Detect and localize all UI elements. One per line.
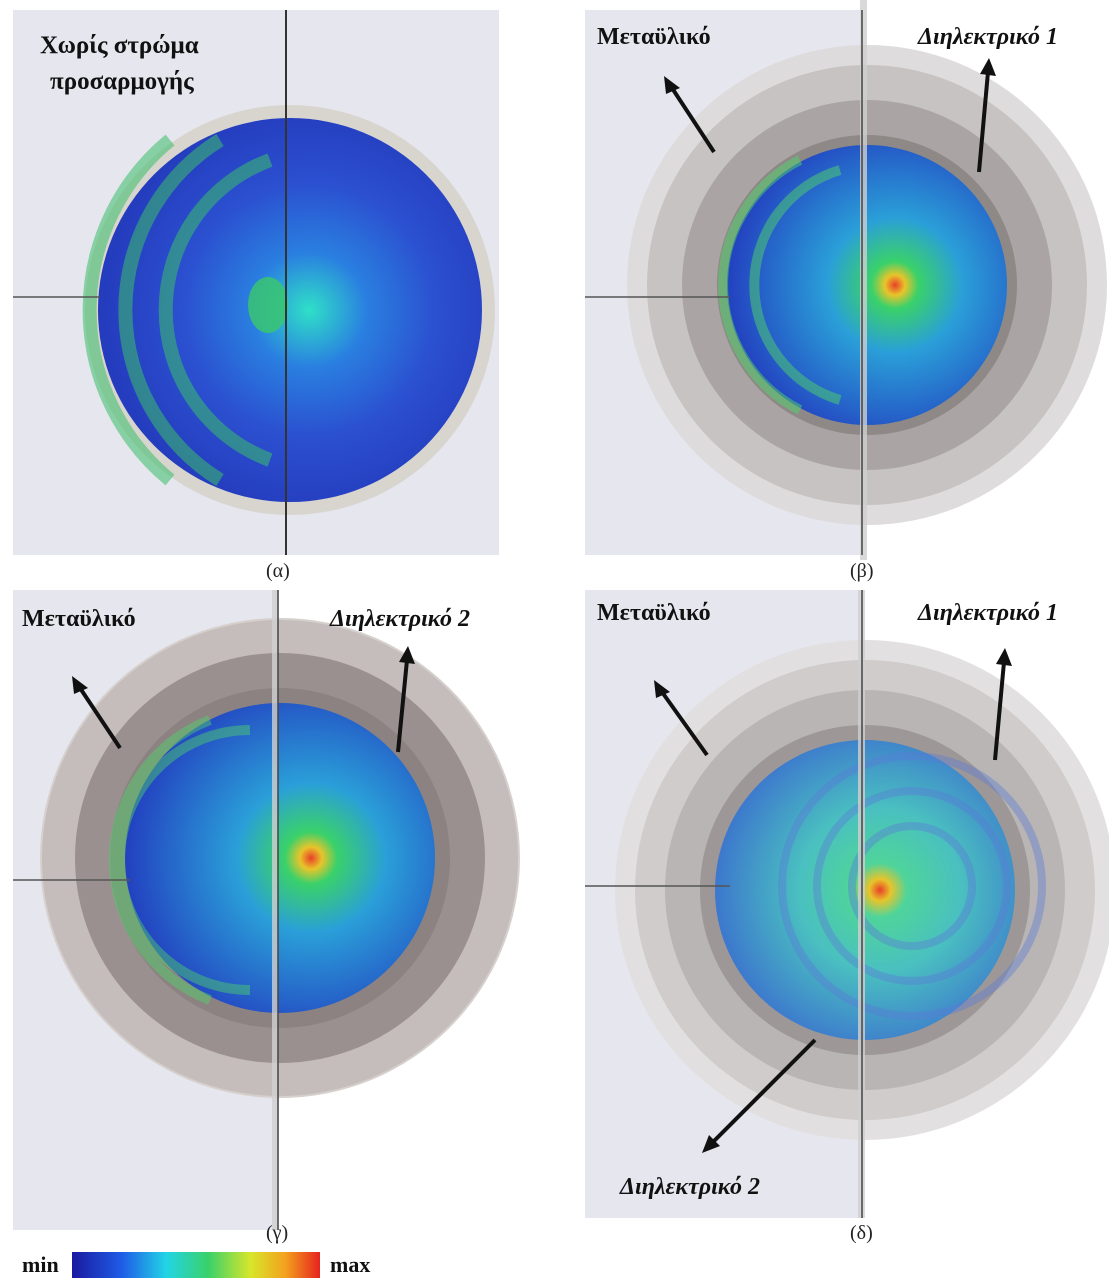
panel-b-arrow-diel (977, 71, 990, 173)
colorbar-max-label: max (330, 1252, 371, 1277)
panel-d-ripples (778, 752, 1046, 1020)
colorbar-min-label: min (22, 1252, 59, 1277)
caption-a: (α) (266, 560, 290, 582)
panel-b-arrow-meta (670, 86, 716, 154)
panel-c (13, 590, 520, 1230)
panel-a-sphere (98, 118, 482, 502)
caption-d: (δ) (850, 1222, 873, 1244)
label-b-dielectric: Διηλεκτρικό 1 (918, 24, 1059, 50)
label-c-dielectric: Διηλεκτρικό 2 (330, 606, 471, 632)
panel-a-spot (248, 277, 288, 333)
panel-b-ripples (718, 155, 842, 415)
panel-a-ripples (82, 134, 273, 486)
label-d-metamaterial: Μεταϋλικό (597, 600, 711, 626)
label-no-layer-1: Χωρίς στρώμα (40, 32, 199, 59)
panel-d-arrow-diel1 (993, 661, 1006, 761)
panel-c-sphere (125, 703, 435, 1013)
label-d-dielectric2: Διηλεκτρικό 2 (620, 1174, 761, 1200)
panel-c-arrow-meta (78, 686, 122, 750)
panel-b (585, 0, 1107, 560)
panel-c-arrow-diel (396, 659, 409, 753)
panel-d-arrow-meta (660, 690, 709, 757)
panel-d-arrow-diel2 (710, 1038, 817, 1145)
label-d-dielectric1: Διηλεκτρικό 1 (918, 600, 1059, 626)
panel-a (13, 10, 499, 555)
label-b-metamaterial: Μεταϋλικό (597, 24, 711, 50)
label-no-layer-2: προσαρμογής (50, 68, 194, 95)
caption-c: (γ) (266, 1222, 289, 1244)
panel-d (585, 590, 1109, 1218)
caption-b: (β) (850, 560, 874, 582)
label-c-metamaterial: Μεταϋλικό (22, 606, 136, 632)
panel-c-ripples (108, 715, 251, 1005)
colorbar (72, 1252, 320, 1278)
